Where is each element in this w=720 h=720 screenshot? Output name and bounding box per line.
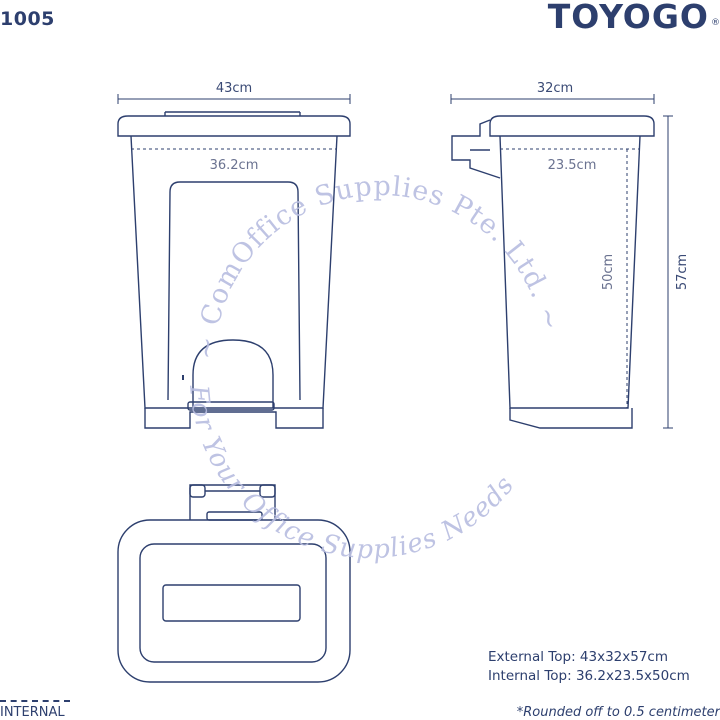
side-body <box>499 135 641 409</box>
internal-spec: Internal Top: 36.2x23.5x50cm <box>488 668 690 684</box>
side-internal-height-label: 50cm <box>601 254 616 290</box>
front-panel <box>167 181 301 401</box>
side-hinge <box>451 119 501 179</box>
front-view <box>117 94 351 429</box>
front-base <box>144 408 324 429</box>
top-view-hinge <box>189 484 276 520</box>
watermark-top-text: ~ ComOffice Supplies Pte. Ltd. ~ <box>191 171 566 361</box>
brand-logo: TOYOGO ® <box>548 0 720 34</box>
rounding-footnote: *Rounded off to 0.5 centimeter <box>516 705 720 720</box>
brand-name: TOYOGO <box>547 0 709 36</box>
top-view <box>117 484 351 683</box>
dimension-specs: External Top: 43x32x57cm Internal Top: 3… <box>488 648 690 686</box>
internal-legend-dashed-line <box>0 700 70 702</box>
front-external-width-label: 43cm <box>216 81 252 96</box>
registered-mark: ® <box>711 18 720 28</box>
front-body <box>130 135 338 409</box>
side-lid <box>489 115 655 137</box>
side-view <box>450 94 673 429</box>
side-external-depth-label: 32cm <box>537 81 573 96</box>
side-external-height-label: 57cm <box>675 254 690 290</box>
top-view-inner <box>139 543 327 663</box>
front-internal-width-label: 36.2cm <box>210 158 259 173</box>
model-number: 1005 <box>0 8 55 30</box>
front-lid <box>117 115 351 137</box>
top-view-handle <box>162 584 301 622</box>
external-spec: External Top: 43x32x57cm <box>488 649 669 665</box>
side-internal-depth-label: 23.5cm <box>548 158 597 173</box>
internal-legend-label: INTERNAL <box>0 705 65 720</box>
front-pedal <box>187 401 275 411</box>
svg-text:~ ComOffice Supplies Pte. Ltd.: ~ ComOffice Supplies Pte. Ltd. ~ <box>191 171 567 361</box>
front-pedal-arch <box>192 339 274 408</box>
side-base <box>509 408 633 429</box>
